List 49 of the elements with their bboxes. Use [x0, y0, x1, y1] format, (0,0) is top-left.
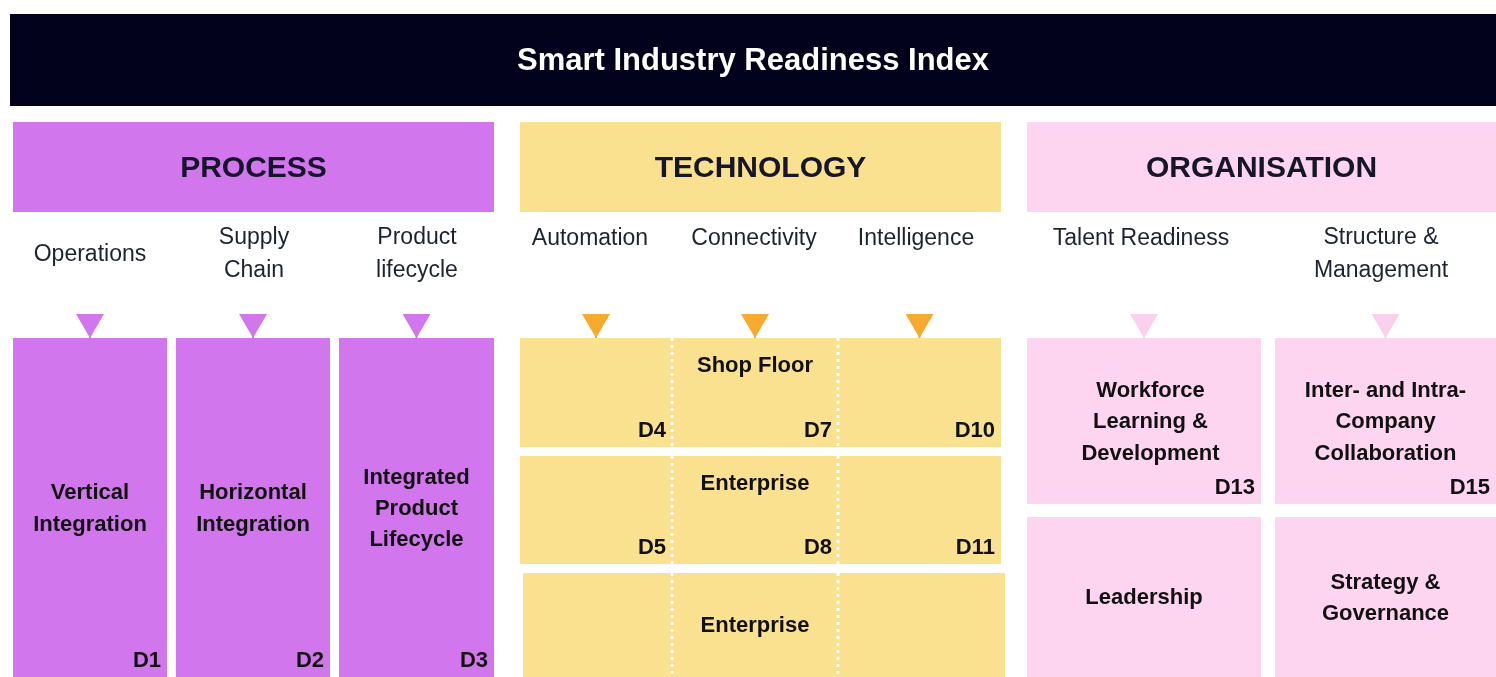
- dimension-heading: Intelligence: [856, 222, 976, 252]
- pillar-header: [520, 122, 1001, 212]
- dimension-code: D11: [955, 534, 995, 560]
- dimension-code: D2: [295, 647, 324, 673]
- pillar-header: [1027, 122, 1496, 212]
- dimension-label: Strategy & Governance: [1320, 567, 1451, 627]
- dimension-cell: [523, 573, 672, 677]
- dimension-heading: Supply Chain: [217, 222, 291, 284]
- dimension-code: D5: [637, 534, 666, 560]
- dimension-label: Inter- and Intra-Company Collaboration: [1303, 376, 1468, 467]
- dimension-box: [1275, 338, 1496, 504]
- dimension-label: Leadership: [1084, 583, 1204, 612]
- dimension-cell: [838, 573, 1005, 677]
- dimension-heading: Structure & Management: [1312, 222, 1450, 284]
- dimension-code: D13: [1214, 474, 1255, 500]
- dimension-label: Integrated Product Lifecycle: [362, 462, 471, 554]
- dimension-code: D7: [803, 417, 832, 443]
- title: Smart Industry Readiness Index: [10, 14, 1496, 106]
- dimension-heading: Automation: [530, 222, 650, 252]
- dimension-box: [176, 338, 330, 677]
- pillar-header: [13, 122, 494, 212]
- dimension-box: [1027, 517, 1261, 677]
- dimension-label: Vertical Integration: [32, 478, 148, 538]
- dimension-cell: [520, 456, 672, 564]
- pillar-title: TECHNOLOGY: [653, 148, 868, 185]
- dimension-box: [1275, 517, 1496, 677]
- dimension-label: Enterprise: [699, 611, 811, 640]
- dimension-heading: Product lifecycle: [375, 222, 459, 284]
- pillar-title: ORGANISATION: [1144, 148, 1379, 185]
- dimension-heading: Operations: [32, 238, 148, 268]
- pillar-title: PROCESS: [179, 148, 328, 185]
- dimension-label: Enterprise: [699, 468, 811, 497]
- dimension-cell: [838, 456, 1001, 564]
- dimension-label: Shop Floor: [695, 351, 815, 380]
- dimension-label: Workforce Learning & Development: [1080, 376, 1221, 467]
- dimension-heading: Talent Readiness: [1051, 222, 1231, 252]
- dimension-label: Horizontal Integration: [195, 478, 311, 538]
- dimension-heading: Connectivity: [690, 222, 818, 252]
- dimension-box: [13, 338, 167, 677]
- dimension-box: [339, 338, 494, 677]
- dimension-code: D1: [132, 647, 161, 673]
- dimension-code: D15: [1449, 474, 1490, 500]
- dimension-code: D8: [803, 534, 832, 560]
- dimension-code: D4: [637, 417, 666, 443]
- dimension-code: D10: [954, 417, 995, 443]
- dimension-cell: [838, 338, 1001, 447]
- dimension-cell: [520, 338, 672, 447]
- dimension-code: D3: [459, 647, 488, 673]
- dimension-box: [1027, 338, 1261, 504]
